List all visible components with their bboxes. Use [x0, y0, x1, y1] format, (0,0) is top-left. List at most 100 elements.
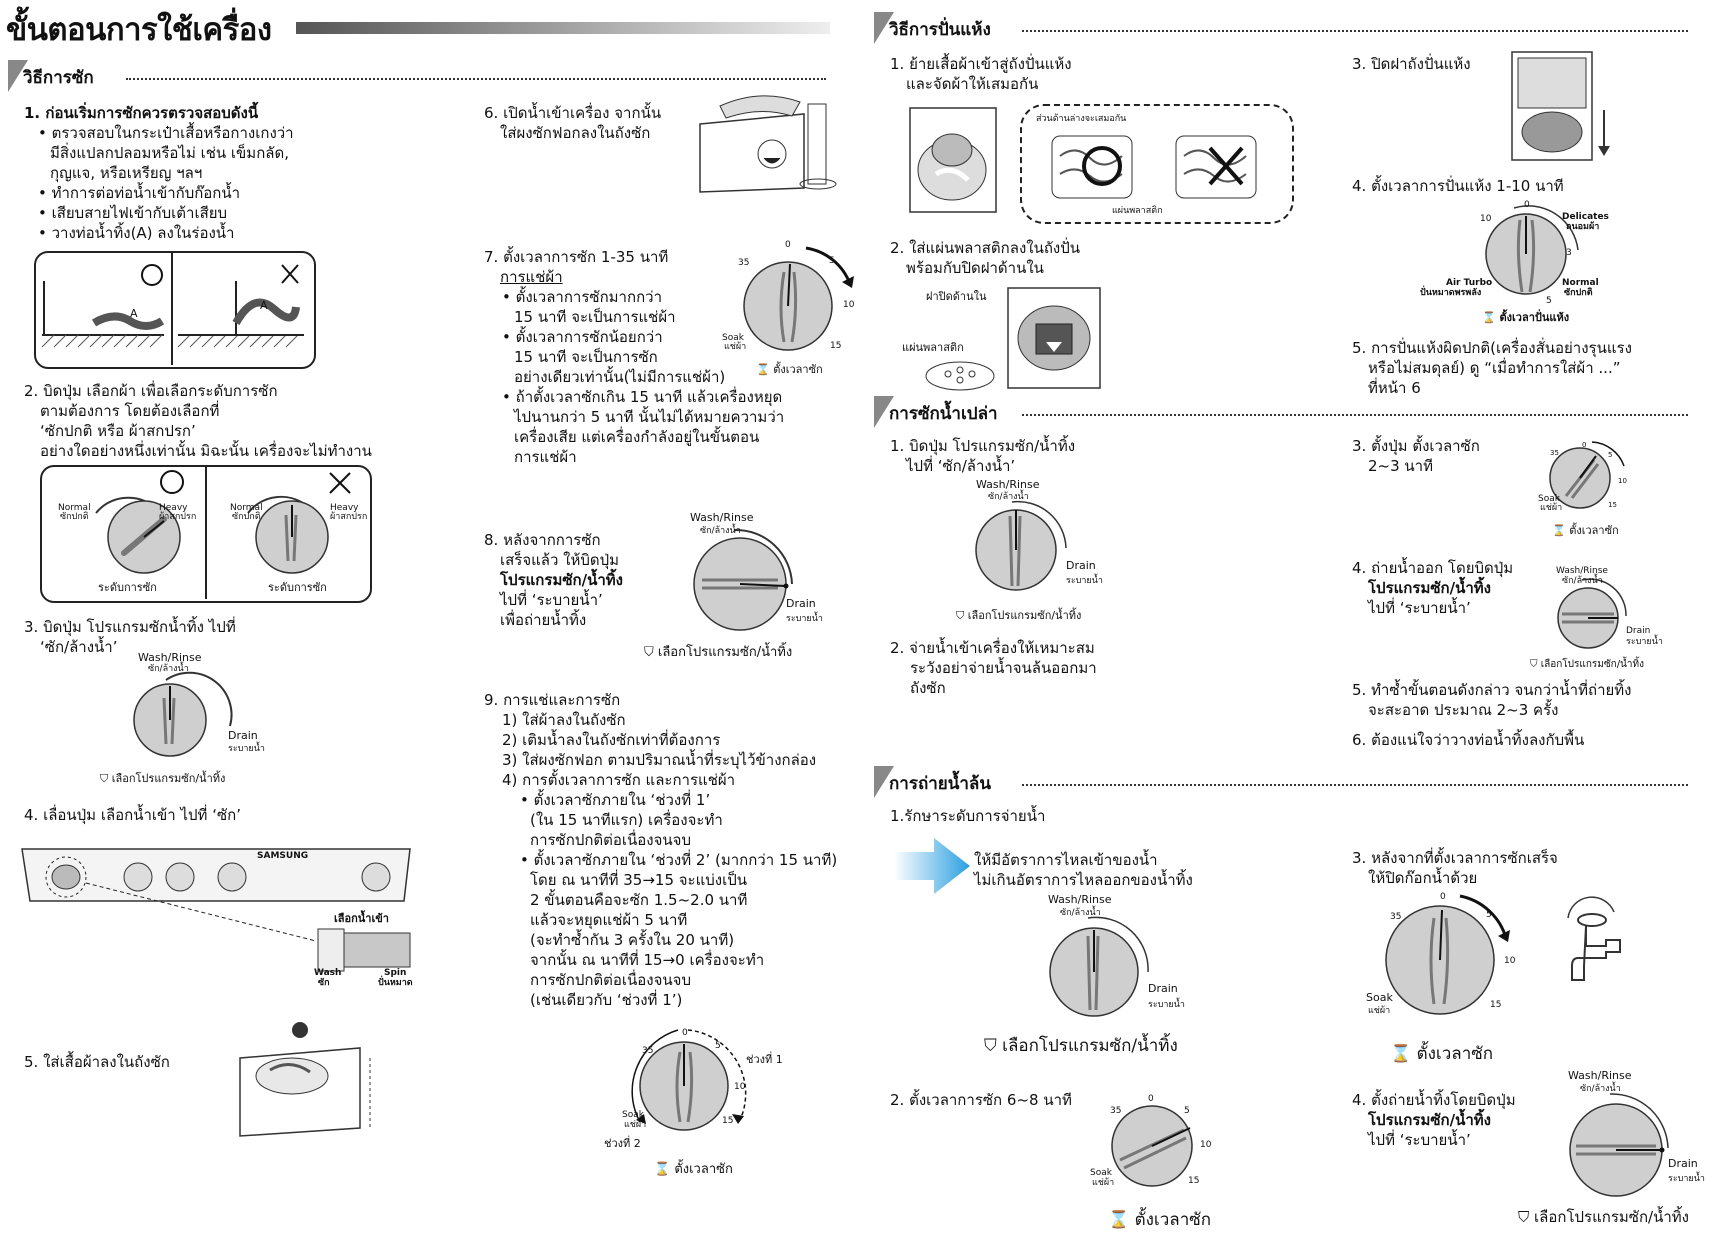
overflow-wash-label-th: ซัก/ล้างน้ำ — [1060, 908, 1101, 918]
section-overflow-heading: การถ่ายน้ำล้น — [874, 766, 1694, 798]
wash-step-4: 4. เลื่อนปุ่ม เลือกน้ำเข้า ไปที่ ‘ซัก’ — [24, 806, 242, 824]
heavy-label: Heavy — [159, 503, 188, 513]
wash-slider-label-th: ซัก — [318, 978, 330, 988]
rinse-tick-15: 15 — [1608, 501, 1617, 509]
program-dial-3 — [133, 671, 233, 757]
overflow-soak-label-th: แช่ผ้า — [1092, 1178, 1115, 1188]
timer-caption-7: ⌛ ตั้งเวลาซัก — [756, 363, 823, 376]
dry-normal-label-th: ซักปกติ — [1564, 288, 1593, 298]
section-dry-heading: วิธีการปั่นแห้ง — [874, 12, 1694, 44]
rinse-drain-label-th: ระบายน้ำ — [1066, 576, 1103, 586]
o3-tick-5: 5 — [1486, 910, 1492, 920]
water-in-label: เลือกน้ำเข้า — [334, 912, 389, 925]
tick-10: 10 — [843, 300, 855, 310]
rinse-wash-label: Wash/Rinse — [976, 478, 1040, 491]
spin-slider-label: Spin — [384, 968, 407, 978]
wash-step-3: 3. บิดปุ่ม โปรแกรมซักน้ำทิ้ง ไปที่ ‘ซัก/… — [24, 618, 236, 656]
overflow-note: ให้มีอัตราการไหลเข้าของน้ำ ไม่เกินอัตราก… — [974, 851, 1193, 889]
dry-step-3: 3. ปิดฝาถังปั่นแห้ง — [1352, 55, 1471, 73]
rinse-program-dial-1 — [975, 500, 1067, 591]
overflow-tick-5: 5 — [1184, 1106, 1190, 1116]
control-panel-drawing — [21, 848, 411, 972]
airturbo-label-th: ปั่นหมาดพรพลัง — [1420, 288, 1482, 298]
wash-step-9: 9. การแช่และการซัก 1) ใส่ผ้าลงในถังซัก 2… — [484, 691, 838, 1009]
dry-step-2: 2. ใส่แผ่นพลาสติกลงในถังปั่น พร้อมกับปิด… — [890, 239, 1081, 277]
tick-15-9: 15 — [722, 1116, 734, 1126]
o4-drain-label: Drain — [1668, 1157, 1698, 1170]
normal-label-2: Normal — [230, 503, 263, 513]
soak-label-th-9: แช่ผ้า — [624, 1120, 647, 1130]
spin-timer-dial — [1485, 205, 1579, 295]
delicates-label-th: ถนอมผ้า — [1566, 222, 1600, 232]
rinse-step-4: 4. ถ่ายน้ำออก โดยบิดปุ่ม โปรแกรมซัก/น้ำท… — [1352, 559, 1514, 617]
overflow-tick-10: 10 — [1200, 1140, 1212, 1150]
rinse-step-3: 3. ตั้งปุ่ม ตั้งเวลาซัก 2~3 นาที — [1352, 437, 1480, 475]
rinse-program-dial-4 — [1557, 578, 1627, 649]
wash-step-6: 6. เปิดน้ำเข้าเครื่อง จากนั้น ใส่ผงซักฟอ… — [484, 104, 662, 142]
dry-tick-0: 0 — [1524, 200, 1530, 210]
spin-slider-label-th: ปั่นหมาด — [378, 978, 413, 988]
o3-timer-caption: ⌛ ตั้งเวลาซัก — [1390, 1044, 1494, 1064]
dry-step-1: 1. ย้ายเสื้อผ้าเข้าสู่ถังปั่นแห้ง และจัด… — [890, 55, 1072, 93]
timer-dial-9 — [631, 1029, 747, 1131]
overflow-program-caption: ⛉ เลือกโปรแกรมซัก/น้ำทิ้ง — [984, 1036, 1178, 1056]
hose-label-a-2: A — [260, 299, 268, 312]
program-caption-8: ⛉ เลือกโปรแกรมซัก/น้ำทิ้ง — [644, 645, 793, 660]
tick-5: 5 — [829, 256, 835, 266]
dry-tick-5: 5 — [1546, 296, 1552, 306]
overflow-drain-label: Drain — [1148, 982, 1178, 995]
rinse-step-1: 1. บิดปุ่ม โปรแกรมซัก/น้ำทิ้ง ไปที่ ‘ซัก… — [890, 437, 1076, 475]
wash-rinse-label-th: ซัก/ล้างน้ำ — [148, 664, 189, 674]
wash-level-dials — [95, 467, 351, 599]
section-wash-heading: วิธีการซัก — [8, 60, 828, 92]
overflow-step-3: 3. หลังจากที่ตั้งเวลาการซักเสร็จ ให้ปิดก… — [1352, 849, 1558, 887]
wash-rinse-label: Wash/Rinse — [138, 651, 202, 664]
detergent-drawing — [699, 95, 837, 193]
o3-tick-0: 0 — [1440, 892, 1446, 902]
dry-step-5: 5. การปั่นแห้งผิดปกติ(เครื่องสั่นอย่างรุ… — [1352, 339, 1632, 397]
normal-label: Normal — [58, 503, 91, 513]
rinse-timer-caption: ⌛ ตั้งเวลาซัก — [1552, 524, 1619, 537]
inner-lid-drawing — [1007, 287, 1101, 389]
o3-tick-35: 35 — [1390, 912, 1402, 922]
overflow-tick-35: 35 — [1110, 1106, 1122, 1116]
rinse4-drain-label: Drain — [1626, 626, 1651, 636]
title-bar — [296, 22, 830, 34]
heavy-label-2: Heavy — [330, 503, 359, 513]
rinse-tick-5: 5 — [1608, 451, 1613, 459]
overflow-step-2: 2. ตั้งเวลาการซัก 6~8 นาที — [890, 1091, 1072, 1109]
tick-15: 15 — [830, 341, 842, 351]
tick-0: 0 — [785, 240, 791, 250]
wash-step-2: 2. บิดปุ่ม เลือกผ้า เพื่อเลือกระดับการซั… — [24, 382, 372, 460]
rinse-tick-0: 0 — [1582, 441, 1587, 449]
o4-wash-label: Wash/Rinse — [1568, 1069, 1632, 1082]
airturbo-label: Air Turbo — [1446, 278, 1493, 288]
wash-step-1: 1. ก่อนเริ่มการซักควรตรวจสอบดังนี้ • ตรว… — [24, 104, 294, 242]
inner-lid-label: ฝาปิดด้านใน — [926, 290, 987, 303]
soak-label-th: แช่ผ้า — [724, 342, 747, 352]
rinse4-wash-label: Wash/Rinse — [1556, 566, 1608, 576]
normal-label-th: ซักปกติ — [60, 512, 89, 522]
tick-35-9: 35 — [642, 1046, 654, 1056]
o4-wash-label-th: ซัก/ล้างน้ำ — [1580, 1084, 1621, 1094]
rinse-step-6: 6. ต้องแน่ใจว่าวางท่อน้ำทิ้งลงกับพื้น — [1352, 731, 1585, 749]
delicates-label: Delicates — [1562, 212, 1609, 222]
soak-label-9: Soak — [622, 1110, 644, 1120]
overflow-drain-label-th: ระบายน้ำ — [1148, 1000, 1185, 1010]
page-title: ขั้นตอนการใช้เครื่อง — [6, 12, 272, 48]
wash-level-caption-2: ระดับการซัก — [268, 581, 327, 594]
brand-label: SAMSUNG — [257, 851, 309, 861]
o4-drain-label-th: ระบายน้ำ — [1668, 1174, 1705, 1184]
rinse-step-2: 2. จ่ายน้ำเข้าเครื่องให้เหมาะสม ระวังอย่… — [890, 639, 1097, 697]
rinse4-wash-label-th: ซัก/ล้างน้ำ — [1562, 576, 1603, 586]
dry-step-4: 4. ตั้งเวลาการปั่นแห้ง 1-10 นาที — [1352, 177, 1564, 195]
wash-step-5: 5. ใส่เสื้อผ้าลงในถังซัก — [24, 1053, 170, 1071]
overflow-timer-dial — [1111, 1105, 1193, 1187]
range-2-label: ช่วงที่ 2 — [604, 1137, 641, 1150]
o3-soak-label-th: แช่ผ้า — [1368, 1006, 1391, 1016]
plastic-plate-drawing — [925, 361, 995, 391]
overflow-timer-dial-3 — [1385, 894, 1510, 1015]
rinse4-drain-label-th: ระบายน้ำ — [1626, 637, 1663, 647]
dry-tick-10: 10 — [1480, 214, 1492, 224]
overflow-step-4: 4. ตั้งถ่ายน้ำทิ้งโดยบิดปุ่ม โปรแกรมซัก/… — [1352, 1091, 1516, 1149]
